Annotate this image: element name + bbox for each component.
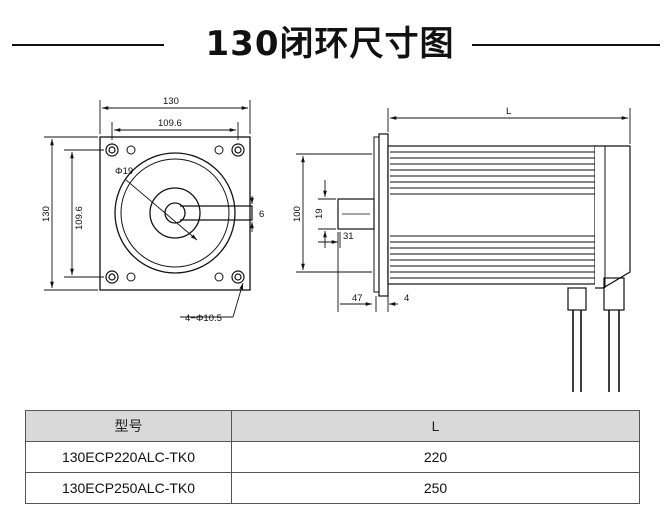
front-view (44, 100, 254, 318)
side-encoder (595, 145, 631, 289)
front-boss-outer (114, 152, 236, 274)
title-rule-left (12, 44, 164, 46)
side-flange (378, 133, 389, 297)
dim-inner-width: 109.6 (158, 118, 182, 129)
side-body (387, 145, 596, 285)
front-pilot-circle (149, 187, 201, 239)
table-row: 130ECP220ALC-TK0 220 (25, 441, 640, 473)
cell-model: 130ECP250ALC-TK0 (25, 472, 232, 504)
dim-shaft-dia: Φ19 (115, 166, 133, 177)
cooling-fins (390, 151, 595, 279)
header-length: L (231, 410, 640, 442)
header-model: 型号 (25, 410, 232, 442)
cell-model: 130ECP220ALC-TK0 (25, 441, 232, 473)
dim-length: L (506, 106, 511, 117)
spec-table: 型号 L 130ECP220ALC-TK0 220 130ECP250ALC-T… (25, 410, 640, 504)
power-cable (572, 310, 582, 392)
front-flange-outline (99, 136, 251, 291)
dim-shaft-length: 47 (352, 293, 363, 304)
encoder-connector (603, 277, 625, 311)
table-row: 130ECP250ALC-TK0 250 (25, 472, 640, 504)
title-rule-right (472, 44, 660, 46)
power-connector (567, 287, 587, 311)
mounting-holes (105, 143, 245, 284)
front-boss-inner (120, 158, 230, 268)
side-shaft (337, 198, 375, 230)
table-header-row: 型号 L (25, 410, 640, 442)
dim-holes: 4−Φ10.5 (185, 313, 222, 324)
title-bar: 130闭环尺寸图 (0, 0, 667, 80)
dim-outer-width: 130 (163, 96, 179, 107)
dim-pilot: 100 (292, 206, 303, 222)
cell-length: 220 (231, 441, 640, 473)
dimension-drawing: 130 109.6 130 109.6 Φ19 6 4−Φ10.5 (41, 96, 631, 392)
dim-inner-height: 109.6 (74, 206, 85, 230)
dim-outer-height: 130 (41, 206, 52, 222)
encoder-cable (608, 310, 620, 392)
page-title: 130闭环尺寸图 (205, 24, 455, 64)
side-view (296, 108, 631, 392)
dim-key-length: 31 (343, 231, 354, 242)
dim-shaft: 19 (314, 208, 325, 219)
front-keyway (180, 205, 253, 221)
cell-length: 250 (231, 472, 640, 504)
dim-key-width: 6 (259, 209, 264, 220)
dim-flange: 4 (404, 293, 409, 304)
